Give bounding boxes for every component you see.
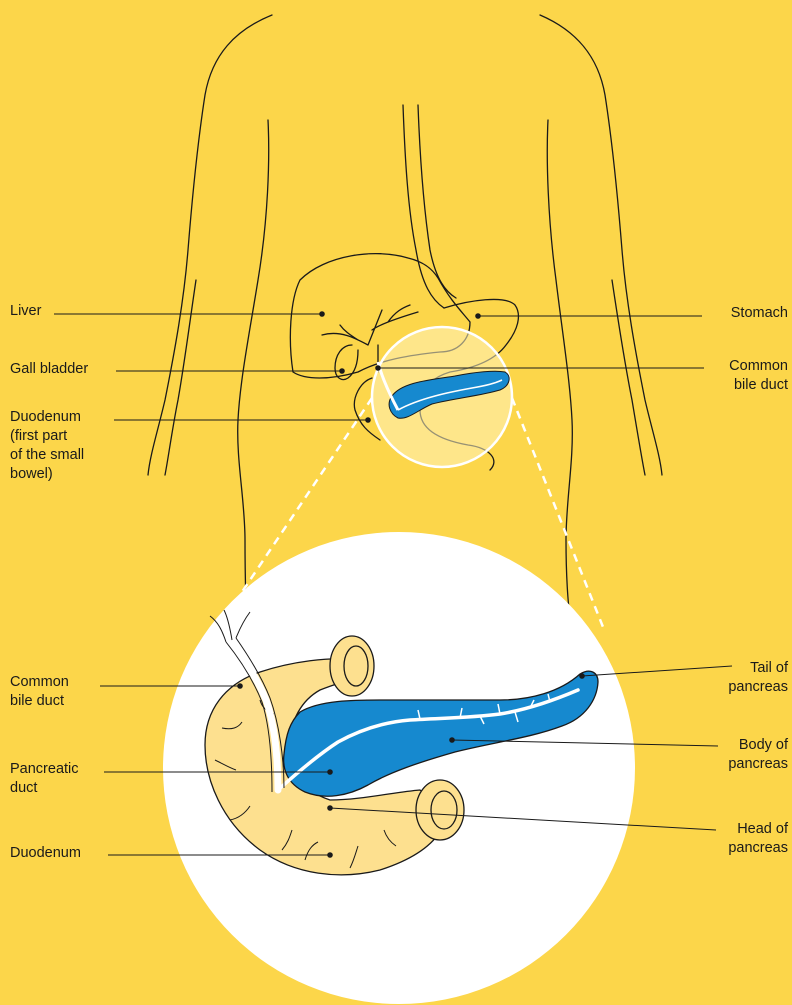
- duodenum-lower-lumen: [431, 791, 457, 829]
- label-common-bile-duct-detail: Common bile duct: [10, 673, 69, 711]
- label-gall-bladder: Gall bladder: [10, 360, 88, 379]
- label-common-bile-duct-upper: Common bile duct: [729, 357, 788, 395]
- label-tail-of-pancreas: Tail of pancreas: [728, 659, 788, 697]
- left-torso-outline: [238, 120, 269, 610]
- left-shoulder-outline: [148, 15, 272, 475]
- duodenum-upper-lumen: [344, 646, 368, 686]
- body-outline: [148, 15, 662, 615]
- right-shoulder-outline: [540, 15, 662, 475]
- label-body-of-pancreas: Body of pancreas: [728, 736, 788, 774]
- oesophagus-right: [418, 105, 456, 298]
- label-pancreatic-duct: Pancreatic duct: [10, 760, 79, 798]
- label-duodenum-detail: Duodenum: [10, 844, 81, 863]
- label-liver: Liver: [10, 302, 41, 321]
- label-stomach: Stomach: [731, 304, 788, 323]
- label-duodenum-upper: Duodenum (first part of the small bowel): [10, 408, 84, 484]
- label-head-of-pancreas: Head of pancreas: [728, 820, 788, 858]
